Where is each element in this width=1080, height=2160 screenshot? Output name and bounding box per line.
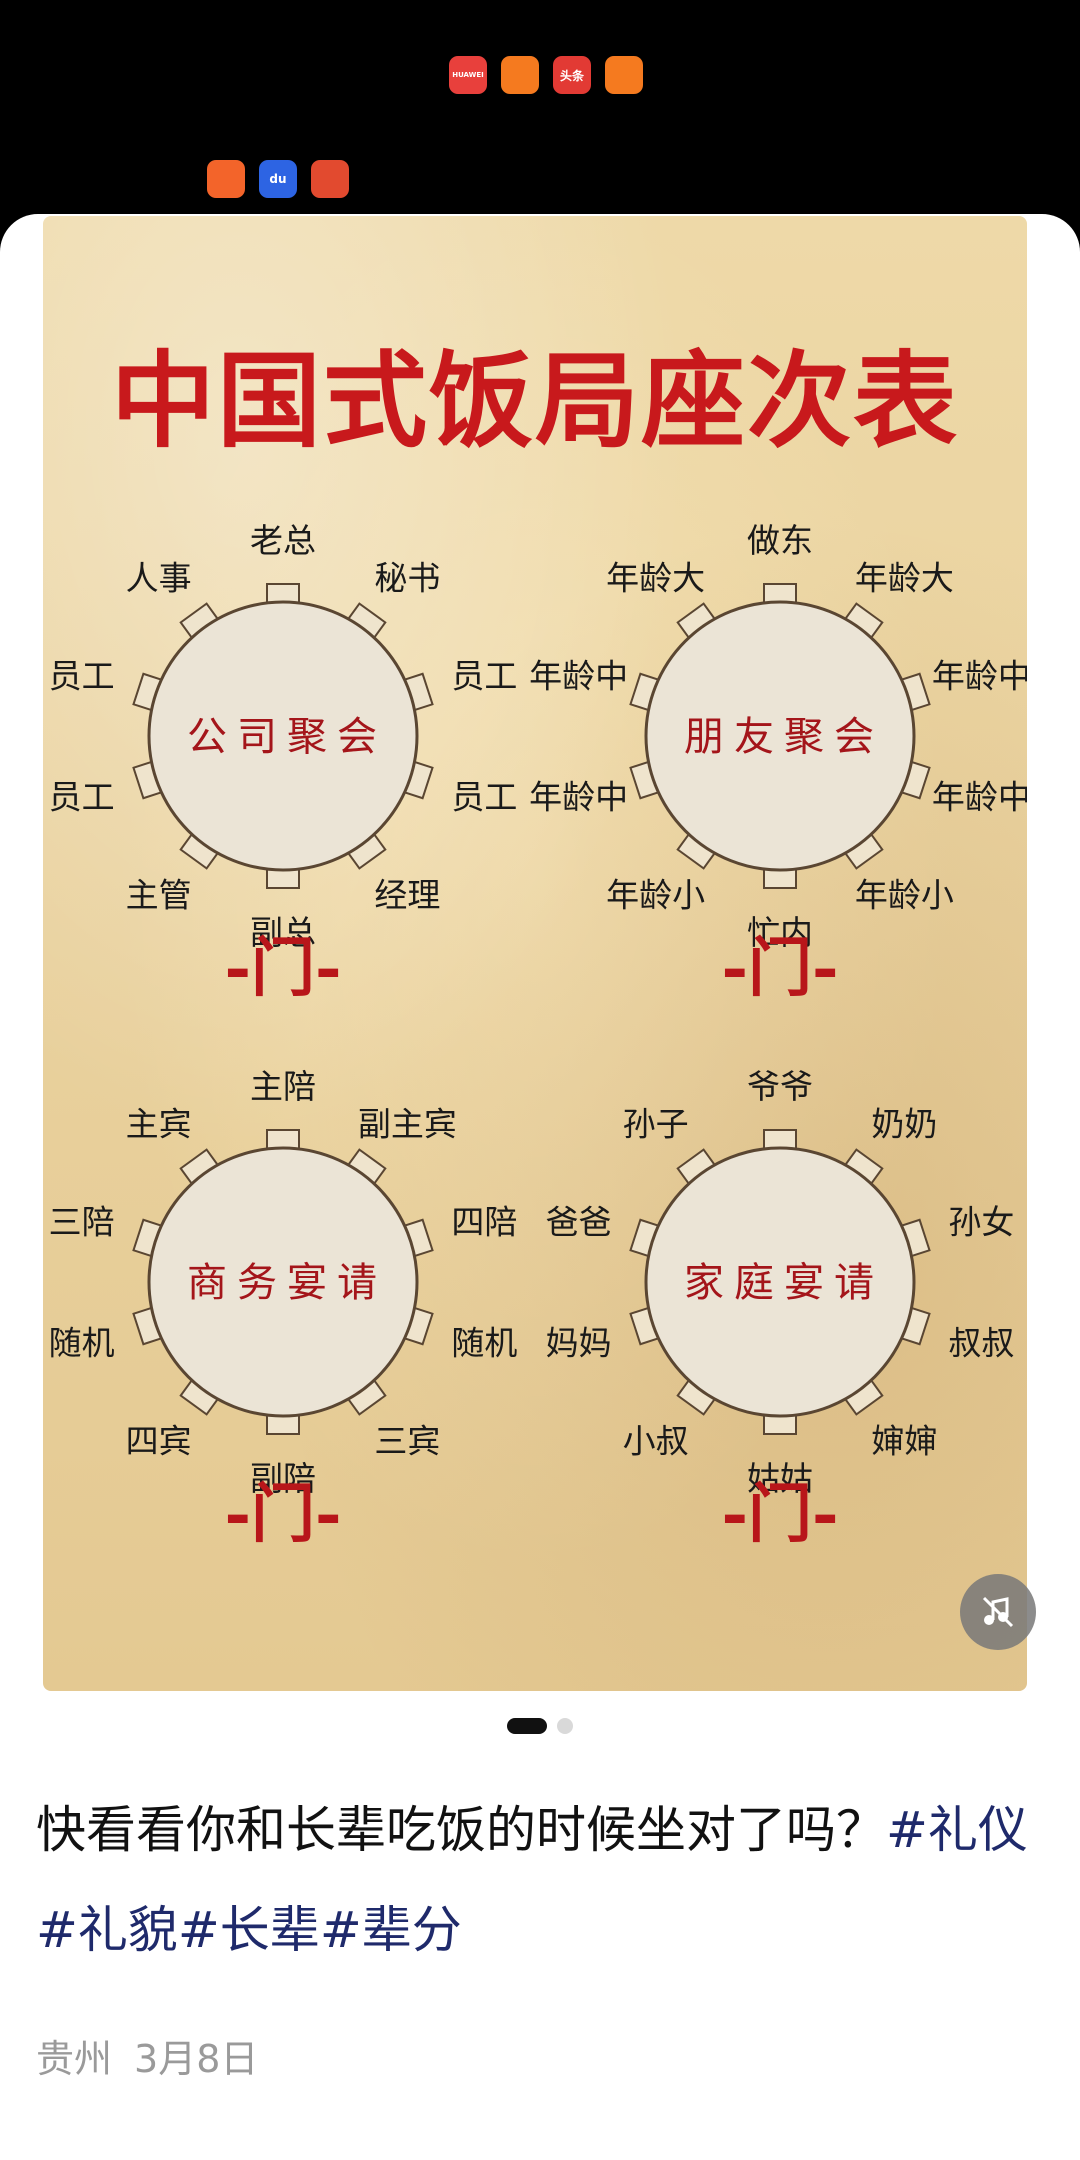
baidu-icon: du (259, 160, 297, 198)
seat-label: 老总 (250, 521, 316, 560)
seat-label: 经理 (374, 876, 440, 915)
seat-label: 年龄大 (855, 558, 954, 597)
seat-label: 四陪 (451, 1202, 517, 1241)
seat-label: 姑姑 (747, 1459, 813, 1498)
poster-title: 中国式饭局座次表 (110, 339, 959, 462)
seat-label: 做东 (747, 521, 813, 560)
hashtag-link[interactable]: #长辈 (177, 1901, 320, 1959)
seat-label: 孙子 (623, 1104, 689, 1143)
seat-label: 年龄中 (932, 778, 1027, 817)
pager-dot-active[interactable] (507, 1718, 547, 1734)
seat-label: 人事 (126, 558, 192, 597)
seat-label: 随机 (451, 1324, 517, 1363)
seat-label: 主陪 (250, 1067, 316, 1106)
seat-label: 员工 (451, 778, 517, 817)
seat-label: 年龄中 (529, 656, 628, 695)
kuaishou-icon (207, 160, 245, 198)
shopping-icon (311, 160, 349, 198)
door-label: -门- (224, 931, 341, 1006)
kuaishou-icon (501, 56, 539, 94)
seating-diagrams: 公司聚会老总秘书员工员工经理副总主管员工员工人事-门-朋友聚会做东年龄大年龄中年… (49, 521, 1027, 1552)
table-circle (644, 1146, 916, 1418)
seat-label: 年龄小 (606, 876, 705, 915)
status-notification-row-1: HUAWEI 头条 (449, 56, 643, 94)
seat-label: 奶奶 (871, 1104, 937, 1143)
seat-label: 四宾 (126, 1422, 192, 1461)
seat-label: 员工 (49, 656, 115, 695)
seat-label: 随机 (49, 1324, 115, 1363)
seat-label: 爷爷 (747, 1067, 813, 1106)
hashtag-link[interactable]: #礼仪 (886, 1801, 1028, 1859)
door-label: -门- (224, 1477, 341, 1552)
toutiao-icon: 头条 (553, 56, 591, 94)
post-date: 3月8日 (134, 2037, 259, 2081)
caption-text: 快看看你和长辈吃饭的时候坐对了吗？ (36, 1801, 886, 1859)
seat-label: 妈妈 (546, 1324, 612, 1363)
seat-label: 副总 (250, 913, 316, 952)
post-location: 贵州 (36, 2037, 113, 2081)
seat-label: 三陪 (49, 1202, 115, 1241)
seat-label: 小叔 (623, 1422, 689, 1461)
post-meta: 贵州 3月8日 (36, 2028, 258, 2083)
post-caption: 快看看你和长辈吃饭的时候坐对了吗？#礼仪 #礼貌#长辈#辈分 (36, 1780, 1046, 1980)
table-circle (644, 600, 916, 872)
seat-label: 副陪 (250, 1459, 316, 1498)
door-label: -门- (721, 931, 838, 1006)
seat-label: 年龄中 (529, 778, 628, 817)
kuaishou-icon (605, 56, 643, 94)
seat-label: 忙内 (747, 913, 813, 952)
seat-label: 叔叔 (948, 1324, 1014, 1363)
seat-label: 孙女 (948, 1202, 1014, 1241)
seat-label: 三宾 (374, 1422, 440, 1461)
seat-label: 员工 (451, 656, 517, 695)
image-pager[interactable] (0, 1718, 1080, 1734)
table-name: 朋友聚会 (684, 714, 884, 760)
table-circle (147, 600, 419, 872)
table-circle (147, 1146, 419, 1418)
seat-label: 爸爸 (546, 1202, 612, 1241)
status-notification-row-2: du (207, 160, 349, 198)
seat-label: 员工 (49, 778, 115, 817)
hashtag-link[interactable]: #辈分 (319, 1901, 462, 1959)
huawei-store-icon: HUAWEI (449, 56, 487, 94)
post-image[interactable]: 中国式饭局座次表 公司聚会老总秘书员工员工经理副总主管员工员工人事-门-朋友聚会… (43, 216, 1027, 1691)
music-off-icon (982, 1596, 1014, 1628)
music-toggle-button[interactable] (960, 1574, 1036, 1650)
table-name: 公司聚会 (187, 714, 387, 760)
seat-label: 年龄小 (855, 876, 954, 915)
seat-label: 秘书 (374, 558, 440, 597)
seat-label: 年龄中 (932, 656, 1027, 695)
seat-label: 副主宾 (358, 1104, 457, 1143)
seat-label: 主宾 (126, 1104, 192, 1143)
seat-label: 主管 (126, 876, 192, 915)
hashtag-link[interactable]: #礼貌 (36, 1901, 178, 1959)
pager-dot[interactable] (557, 1718, 573, 1734)
seat-label: 婶婶 (871, 1422, 937, 1461)
door-label: -门- (721, 1477, 838, 1552)
seat-label: 年龄大 (606, 558, 705, 597)
table-name: 家庭宴请 (684, 1260, 884, 1306)
table-name: 商务宴请 (187, 1260, 387, 1306)
